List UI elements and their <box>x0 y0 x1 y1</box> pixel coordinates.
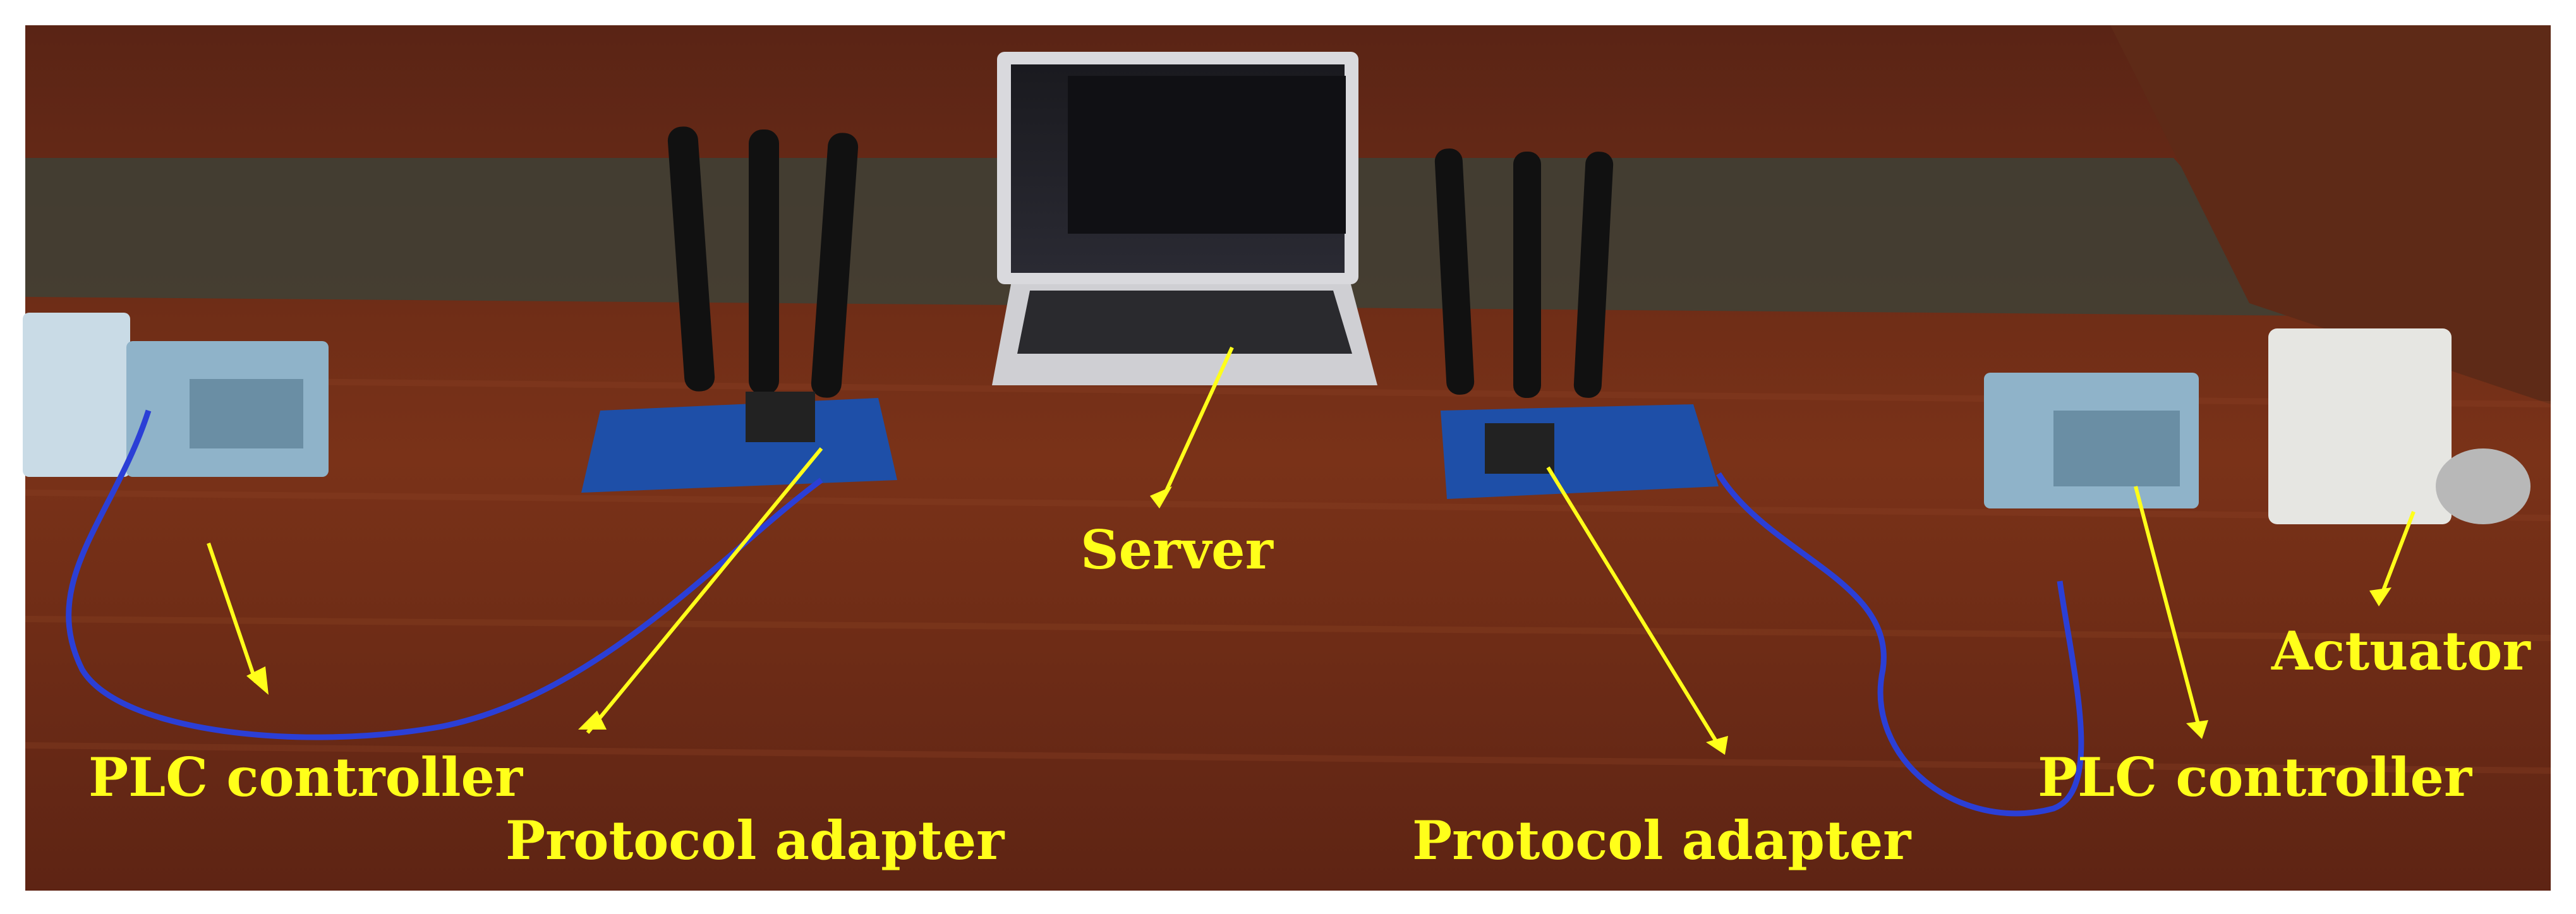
arrow-adapter-right <box>1546 466 1720 747</box>
arrow-adapter-left <box>586 447 823 734</box>
label-protocol-adapter-left: Protocol adapter <box>505 809 1005 872</box>
arrowhead-actuator <box>2369 587 2392 606</box>
label-protocol-adapter-right: Protocol adapter <box>1412 809 1912 872</box>
laptop-screen-window <box>1068 76 1346 234</box>
antenna-right-3 <box>1573 152 1614 398</box>
protocol-adapter-right <box>1434 148 1719 499</box>
arrow-server <box>1161 346 1234 500</box>
ethernet-cable-right <box>1716 472 2084 817</box>
antenna-left-2 <box>749 129 779 395</box>
annotation-arrows <box>207 346 2416 755</box>
arrow-plc-right <box>2134 486 2201 727</box>
table-right-panel <box>2110 25 2551 404</box>
arrowhead-adapter-right <box>1706 736 1728 755</box>
board-left <box>581 398 897 493</box>
antenna-right-1 <box>1434 148 1475 395</box>
laptop-server <box>992 52 1377 385</box>
arrowhead-adapter-left <box>578 711 607 730</box>
arrowhead-server <box>1150 486 1172 508</box>
arrow-actuator <box>2380 510 2416 595</box>
antenna-right-2 <box>1513 152 1541 398</box>
ethernet-cable-left <box>66 409 823 740</box>
antenna-left-3 <box>811 133 859 398</box>
arrowhead-plc-right <box>2186 720 2208 739</box>
plc-face-left <box>190 379 303 448</box>
motor-cylinder <box>2436 448 2531 524</box>
laptop-keyboard <box>1017 291 1352 354</box>
label-plc-controller-right: PLC controller <box>2038 746 2473 809</box>
actuator-body <box>2268 328 2452 524</box>
arrow-plc-left <box>207 543 258 683</box>
power-supply-left <box>23 313 130 477</box>
arrowhead-plc-left <box>246 666 269 695</box>
protocol-adapter-left <box>581 126 897 493</box>
label-plc-controller-left: PLC controller <box>88 746 524 809</box>
plc-face-right <box>2053 411 2180 486</box>
antenna-left-1 <box>667 126 715 392</box>
actuator-device <box>2268 328 2531 524</box>
plc-controller-right <box>1984 373 2199 508</box>
label-actuator: Actuator <box>2271 620 2531 682</box>
heatsink-left <box>746 392 815 442</box>
label-server: Server <box>1080 519 1274 581</box>
heatsink-right <box>1485 423 1554 474</box>
plc-controller-left <box>23 313 329 477</box>
board-right <box>1441 404 1719 499</box>
